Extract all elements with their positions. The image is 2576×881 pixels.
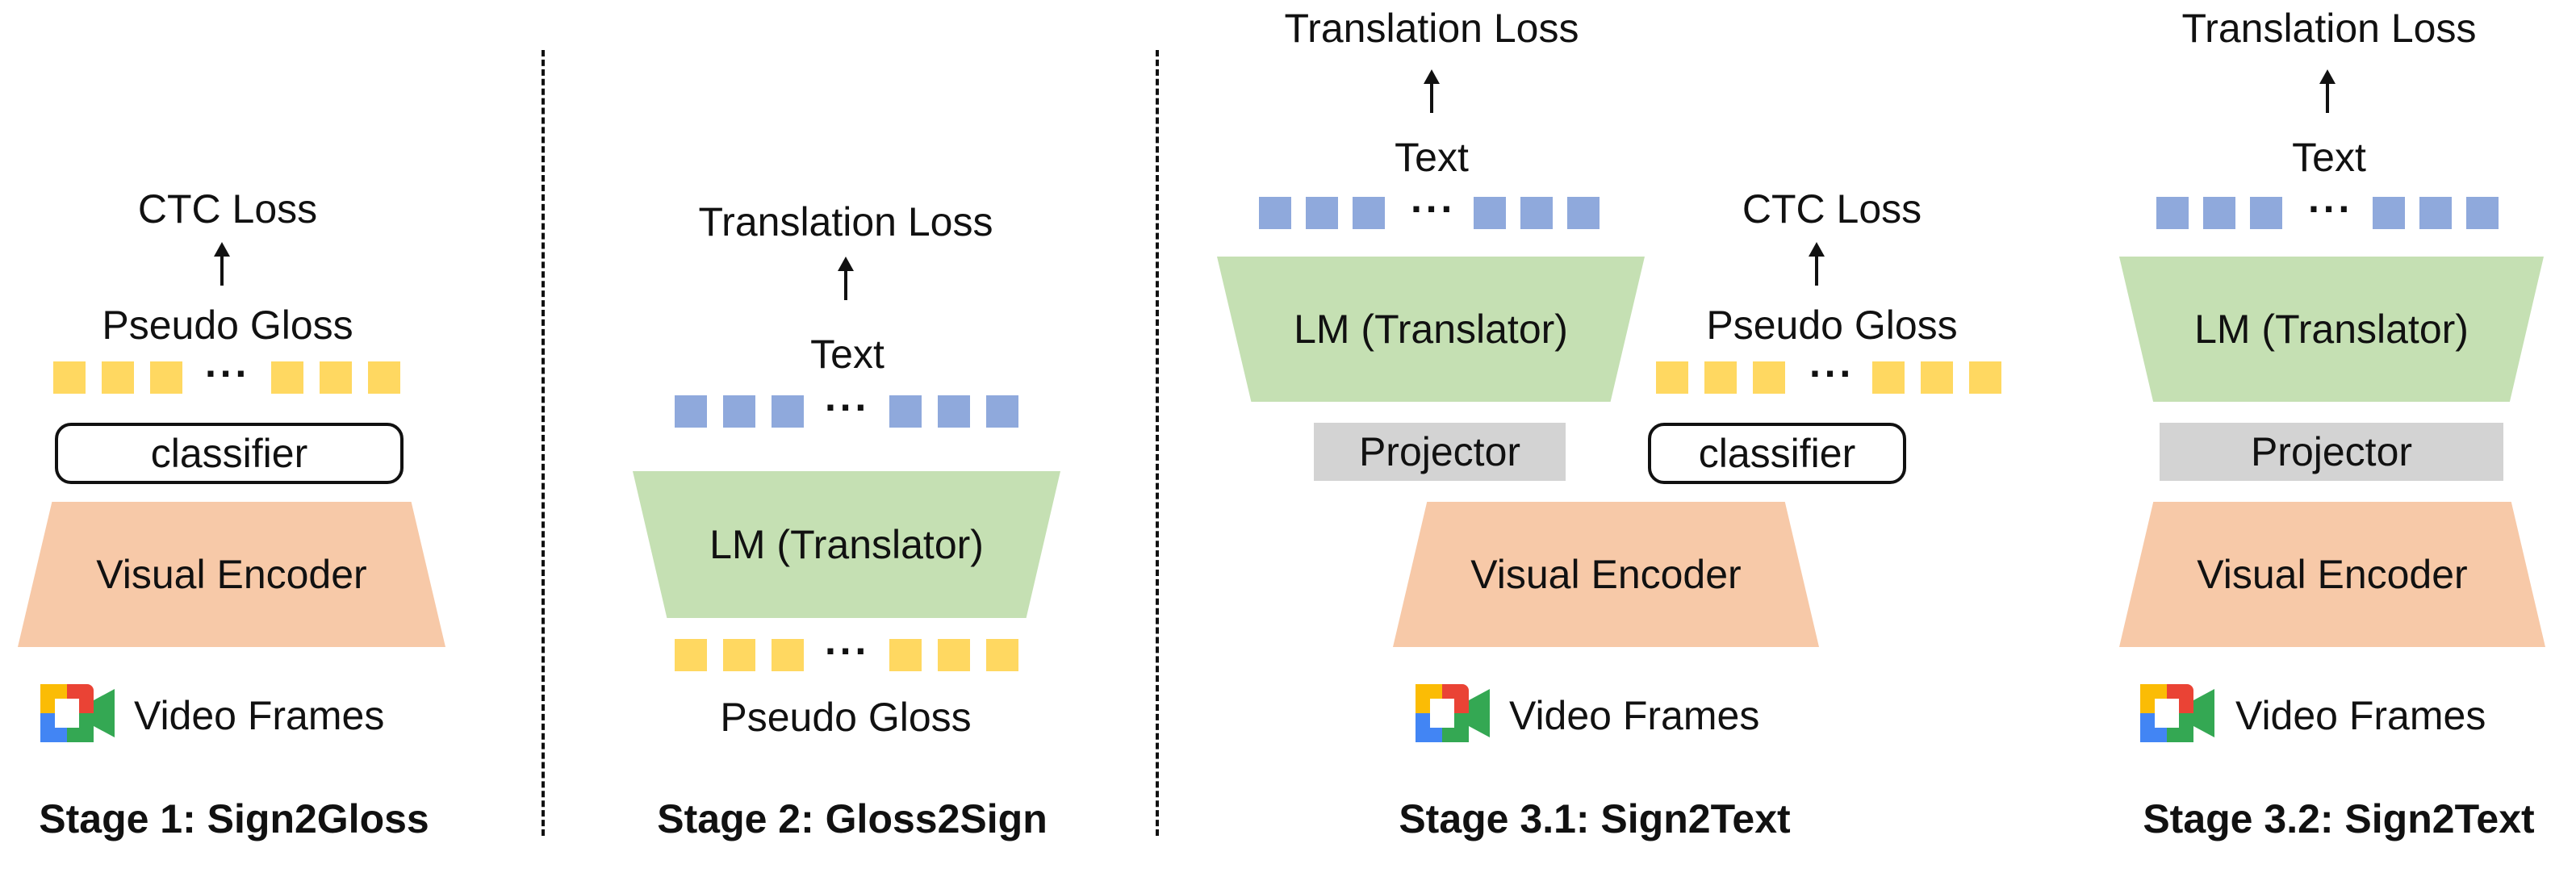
text-token [2466, 197, 2499, 229]
video-camera-icon [2140, 684, 2214, 742]
gloss-token [986, 639, 1018, 671]
gloss-token [102, 361, 134, 394]
gloss-token [1704, 361, 1737, 394]
arrow-up-icon [1424, 69, 1440, 113]
stage31-classifier: classifier [1648, 423, 1906, 484]
gloss-token [53, 361, 86, 394]
stage32-lm-translator: LM (Translator) [2119, 257, 2544, 402]
separator-2 [1156, 50, 1159, 836]
stage1-classifier: classifier [55, 423, 404, 484]
ellipsis: ··· [2308, 186, 2353, 232]
gloss-token [772, 639, 804, 671]
arrow-up-icon [1809, 242, 1825, 286]
ellipsis: ··· [205, 351, 250, 396]
stage32-loss: Translation Loss [2181, 6, 2477, 51]
stage1-visual-encoder: Visual Encoder [18, 502, 445, 647]
gloss-token [1753, 361, 1785, 394]
stage31-projector: Projector [1314, 423, 1566, 481]
text-token [772, 395, 804, 428]
gloss-token [150, 361, 182, 394]
stage2-loss: Translation Loss [698, 199, 993, 244]
stage31-loss-translation: Translation Loss [1284, 6, 1579, 51]
text-token [2419, 197, 2452, 229]
text-token [2203, 197, 2235, 229]
gloss-token [889, 639, 922, 671]
stage31-visual-encoder: Visual Encoder [1393, 502, 1819, 647]
stage31-loss-ctc: CTC Loss [1742, 186, 1922, 232]
stage32-projector: Projector [2160, 423, 2503, 481]
ellipsis: ··· [1809, 351, 1855, 396]
video-camera-icon [40, 684, 115, 742]
arrow-up-icon [2319, 69, 2336, 113]
text-token [938, 395, 970, 428]
ellipsis: ··· [825, 385, 870, 430]
stage32-title: Stage 3.2: Sign2Text [2143, 796, 2535, 841]
text-token [1259, 197, 1291, 229]
video-camera-icon [1416, 684, 1490, 742]
text-token [2373, 197, 2405, 229]
stage1-title: Stage 1: Sign2Gloss [39, 796, 429, 841]
stage1-input-label: Video Frames [134, 693, 385, 738]
stage31-text-label: Text [1395, 135, 1469, 180]
stage31-gloss-label: Pseudo Gloss [1706, 303, 1958, 348]
stage31-lm-translator: LM (Translator) [1217, 257, 1645, 402]
gloss-token [1656, 361, 1688, 394]
arrow-up-icon [214, 242, 230, 286]
stage2-output-label: Text [810, 332, 884, 377]
stage31-input-label: Video Frames [1509, 693, 1760, 738]
stage31-title: Stage 3.1: Sign2Text [1399, 796, 1791, 841]
text-token [675, 395, 707, 428]
text-token [1567, 197, 1600, 229]
stage1-tokens-label: Pseudo Gloss [102, 303, 353, 348]
stage32-visual-encoder: Visual Encoder [2119, 502, 2545, 647]
text-token [1474, 197, 1506, 229]
arrow-up-icon [838, 257, 854, 300]
stage32-text-label: Text [2292, 135, 2366, 180]
gloss-token [1921, 361, 1953, 394]
stage2-input-label: Pseudo Gloss [720, 695, 972, 740]
stage32-input-label: Video Frames [2235, 693, 2486, 738]
text-token [986, 395, 1018, 428]
text-token [2156, 197, 2189, 229]
text-token [1353, 197, 1385, 229]
text-token [1306, 197, 1338, 229]
gloss-token [938, 639, 970, 671]
gloss-token [675, 639, 707, 671]
gloss-token [320, 361, 352, 394]
ellipsis: ··· [1411, 186, 1456, 232]
gloss-token [1872, 361, 1905, 394]
stage2-title: Stage 2: Gloss2Sign [657, 796, 1048, 841]
text-token [2250, 197, 2282, 229]
gloss-token [723, 639, 755, 671]
ellipsis: ··· [825, 628, 870, 674]
gloss-token [368, 361, 400, 394]
stage1-loss: CTC Loss [137, 186, 318, 232]
separator-1 [542, 50, 545, 836]
text-token [723, 395, 755, 428]
gloss-token [271, 361, 303, 394]
text-token [889, 395, 922, 428]
stage2-lm-translator: LM (Translator) [633, 471, 1060, 618]
text-token [1520, 197, 1553, 229]
gloss-token [1969, 361, 2001, 394]
